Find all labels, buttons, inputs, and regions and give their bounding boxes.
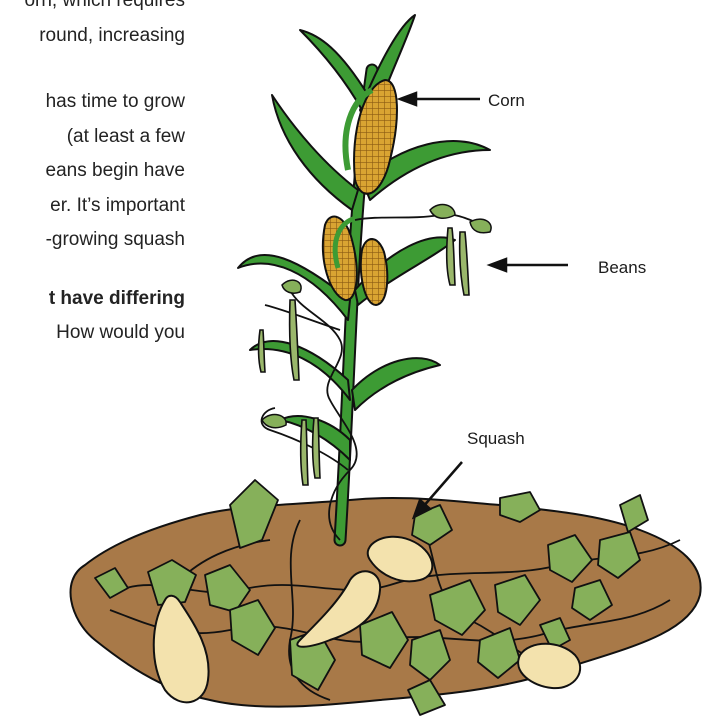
beans-arrowhead <box>490 259 506 271</box>
squash-label: Squash <box>467 429 525 448</box>
corn-arrowhead <box>400 93 416 105</box>
beans-label: Beans <box>598 258 646 277</box>
corn-label: Corn <box>488 91 525 110</box>
